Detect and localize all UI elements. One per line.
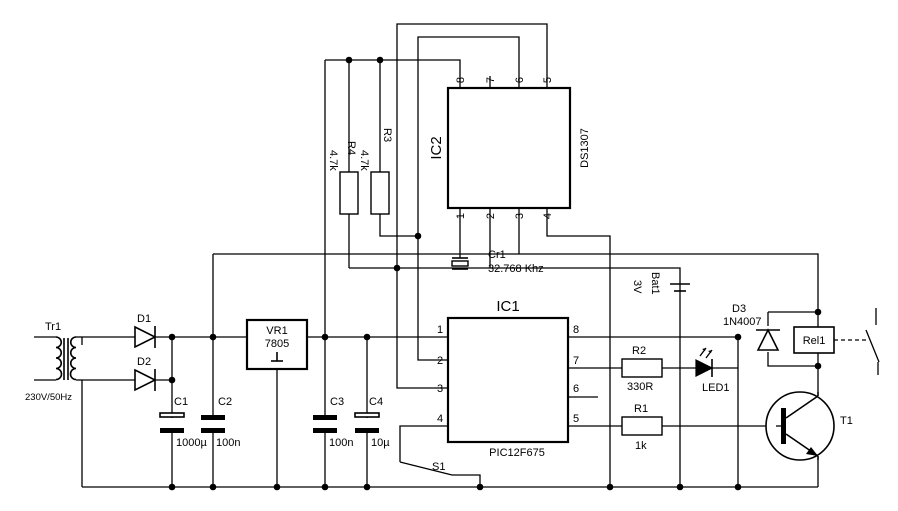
diode-d2: D2 <box>134 356 157 392</box>
c4-value-label: 10µ <box>371 437 390 449</box>
tr1-ref-label: Tr1 <box>45 321 61 333</box>
r4-value-label: 4.7k <box>327 150 339 171</box>
tr1-rating-label: 230V/50Hz <box>25 392 72 403</box>
transistor-t1: T1 <box>765 391 853 461</box>
ic1-part-label: PIC12F675 <box>489 447 545 459</box>
d3-value-label: 1N4007 <box>723 316 762 328</box>
r3-ref-label: R3 <box>381 128 393 142</box>
bat1-ref-label: Bat1 <box>649 272 661 295</box>
t1-ref-label: T1 <box>840 415 853 427</box>
c2-ref-label: C2 <box>218 396 232 408</box>
c3-ref-label: C3 <box>330 396 344 408</box>
ic1-pin-4: 4 <box>437 413 443 425</box>
vr1-ref-label: VR1 <box>266 325 287 337</box>
ic2-pin-3: 3 <box>514 213 526 219</box>
relay-rel1: Rel1 <box>793 308 880 375</box>
ic1-pin-6: 6 <box>573 383 579 395</box>
junction-dots <box>168 56 822 491</box>
diode-d3: D3 1N4007 <box>723 303 780 351</box>
capacitor-c2: C2 100n <box>201 396 240 449</box>
ic2-ds1307: IC2 DS1307 8 7 6 5 1 2 3 4 <box>428 77 591 219</box>
ic1-ref-label: IC1 <box>496 298 519 315</box>
ic1-pin-5: 5 <box>573 413 579 425</box>
ic1-pin-7: 7 <box>573 355 579 367</box>
r2-value-label: 330R <box>627 381 653 393</box>
ic2-pin-8: 8 <box>455 77 467 83</box>
r1-ref-label: R1 <box>634 403 648 415</box>
r1-value-label: 1k <box>635 440 647 452</box>
ic2-pin-6: 6 <box>514 77 526 83</box>
ic2-pin-7: 7 <box>485 77 497 83</box>
c3-value-label: 100n <box>329 437 353 449</box>
ic2-part-label: DS1307 <box>579 128 591 168</box>
d3-ref-label: D3 <box>732 303 746 315</box>
resistor-r3: R3 4.7k <box>358 128 393 215</box>
rel1-ref-label: Rel1 <box>803 335 826 347</box>
ic2-ref-label: IC2 <box>428 136 445 159</box>
crystal-cr1: Cr1 32.768 Khz <box>451 249 544 275</box>
diode-d1: D1 <box>134 313 157 349</box>
s1-ref-label: S1 <box>432 461 445 473</box>
ic2-pin-5: 5 <box>542 77 554 83</box>
r3-value-label: 4.7k <box>358 150 370 171</box>
ic1-pin-3: 3 <box>437 383 443 395</box>
cr1-value-label: 32.768 Khz <box>488 263 544 275</box>
resistor-r1: R1 1k <box>621 403 663 452</box>
ic2-pin-4: 4 <box>542 213 554 219</box>
capacitor-c3: C3 100n <box>313 396 353 449</box>
c2-value-label: 100n <box>216 437 240 449</box>
ic1-pin-2: 2 <box>437 355 443 367</box>
ic1-pin-8: 8 <box>573 324 579 336</box>
d2-ref-label: D2 <box>137 356 151 368</box>
d1-ref-label: D1 <box>137 313 151 325</box>
switch-s1: S1 <box>399 461 453 476</box>
vr1-value-label: 7805 <box>265 338 289 350</box>
bat1-value-label: 3V <box>631 280 643 294</box>
r4-ref-label: R4 <box>345 141 357 155</box>
led1-ref-label: LED1 <box>702 382 730 394</box>
resistor-r2: R2 330R <box>621 345 663 393</box>
cr1-ref-label: Cr1 <box>488 249 506 261</box>
ic1-pic12f675: IC1 PIC12F675 1 2 3 4 8 7 6 5 <box>437 298 579 459</box>
ic1-pin-1: 1 <box>437 324 443 336</box>
resistor-r4: R4 4.7k <box>327 141 359 215</box>
c4-ref-label: C4 <box>369 396 383 408</box>
regulator-vr1: VR1 7805 <box>245 318 309 371</box>
capacitor-c4: C4 10µ <box>354 396 390 449</box>
r2-ref-label: R2 <box>632 345 646 357</box>
ic2-pin-2: 2 <box>485 213 497 219</box>
capacitor-c1: C1 1000µ <box>159 396 207 449</box>
transformer-tr1: Tr1 230V/50Hz <box>25 321 82 403</box>
battery-bat1: Bat1 3V <box>631 272 690 295</box>
c1-value-label: 1000µ <box>176 437 207 449</box>
led-led1: LED1 <box>695 347 730 394</box>
c1-ref-label: C1 <box>174 396 188 408</box>
ic2-pin-1: 1 <box>455 213 467 219</box>
